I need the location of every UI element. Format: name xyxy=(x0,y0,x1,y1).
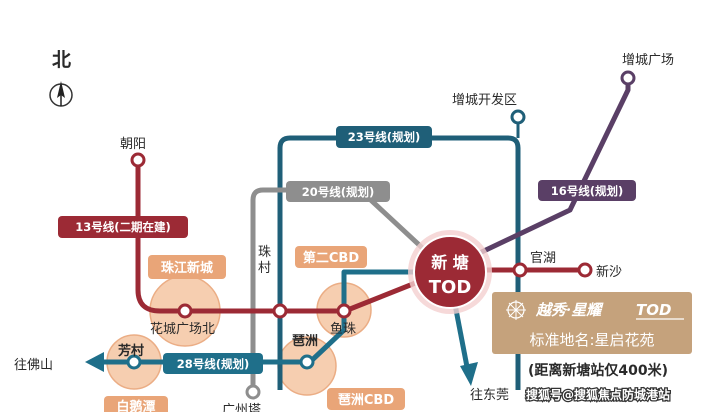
svg-text:珠江新城: 珠江新城 xyxy=(161,260,213,276)
tod-label: TOD xyxy=(429,277,472,298)
watermark: 搜狐号@搜狐焦点防城港站 xyxy=(525,386,672,404)
line-20-tag: 20号线(规划) xyxy=(286,181,390,202)
line-23-track xyxy=(277,135,521,390)
svg-text:搜狐号@搜狐焦点防城港站: 搜狐号@搜狐焦点防城港站 xyxy=(526,387,670,402)
line-16-tag: 16号线(规划) xyxy=(538,180,636,201)
station-pazhou: 琶洲 xyxy=(292,333,318,349)
huacheng-square-north-marker xyxy=(177,303,193,319)
line-28-tag: 28号线(规划) xyxy=(163,353,263,374)
svg-text:第二CBD: 第二CBD xyxy=(303,250,359,266)
project-distance: (距离新塘站仅400米) xyxy=(528,362,668,379)
line-20-track xyxy=(250,187,446,392)
guangzhou-tower-marker xyxy=(245,384,261,400)
svg-text:琶洲CBD: 琶洲CBD xyxy=(338,392,394,408)
yuzhu-marker xyxy=(336,303,352,319)
district-baietan: 白鹅潭 xyxy=(104,396,168,412)
line-23-label: 23号线(规划) xyxy=(348,130,421,144)
zhucun-marker xyxy=(272,303,288,319)
xintang-tod-hub: 新 塘 TOD xyxy=(408,230,492,314)
station-guangzhou-tower: 广州塔 xyxy=(222,403,261,412)
line-20-label: 20号线(规划) xyxy=(302,185,375,199)
project-brand: 越秀·星耀 xyxy=(535,301,604,319)
chaoyang-marker xyxy=(130,152,146,168)
line-13-tag: 13号线(二期在建) xyxy=(58,216,188,238)
svg-text:白鹅潭: 白鹅潭 xyxy=(116,399,155,412)
station-markers xyxy=(126,70,636,400)
district-second-cbd: 第二CBD xyxy=(295,246,367,268)
xinsha-marker xyxy=(577,262,593,278)
zengcheng-dev-marker xyxy=(510,109,526,125)
compass-label: 北 xyxy=(52,49,71,71)
south-arrow-icon xyxy=(460,362,478,386)
project-brand-tod: TOD xyxy=(636,301,671,319)
compass: 北 xyxy=(49,49,73,107)
north-arrow-icon xyxy=(49,81,73,107)
fangcun-marker xyxy=(126,354,142,370)
station-huacheng-square-north: 花城广场北 xyxy=(150,321,215,337)
line-23-tag: 23号线(规划) xyxy=(336,126,432,148)
xintang-label: 新 塘 xyxy=(431,253,469,272)
pazhou-marker xyxy=(299,354,315,370)
line-13-label: 13号线(二期在建) xyxy=(75,220,171,234)
west-arrow-icon xyxy=(85,352,104,372)
district-zhujiang-newtown: 珠江新城 xyxy=(148,255,226,279)
line-16-label: 16号线(规划) xyxy=(551,184,624,198)
project-callout: 越秀·星耀 TOD 标准地名:星启花苑 xyxy=(492,292,692,354)
station-xinsha: 新沙 xyxy=(596,264,622,280)
station-zengcheng-square: 增城广场 xyxy=(622,53,674,68)
station-zhucun: 珠村 xyxy=(258,245,271,276)
station-fangcun: 芳村 xyxy=(118,343,144,359)
district-pazhou-cbd: 琶洲CBD xyxy=(327,388,405,410)
sunburst-logo-icon xyxy=(506,300,526,320)
station-wang-foshan: 往佛山 xyxy=(14,358,53,373)
station-chaoyang: 朝阳 xyxy=(120,137,146,152)
zengcheng-square-marker xyxy=(620,70,636,86)
station-zengcheng-dev: 增城开发区 xyxy=(452,92,517,108)
station-yuzhu: 鱼珠 xyxy=(330,321,356,337)
guanhu-marker xyxy=(512,262,528,278)
line-28-label: 28号线(规划) xyxy=(177,357,250,371)
station-wang-dongguan: 往东莞 xyxy=(470,388,509,403)
station-guanhu: 官湖 xyxy=(530,250,556,266)
project-standard-name: 标准地名:星启花苑 xyxy=(529,331,654,349)
